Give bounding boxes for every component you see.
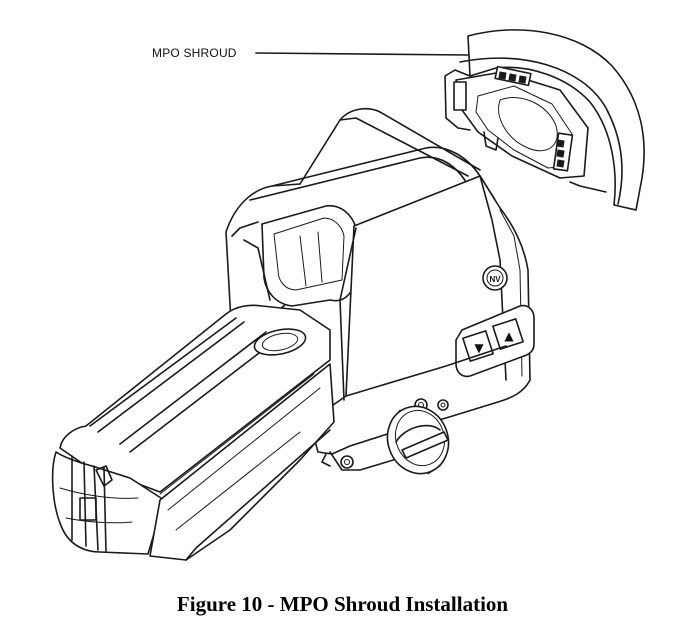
screw-right — [437, 399, 449, 411]
figure-caption: Figure 10 - MPO Shroud Installation — [176, 592, 509, 616]
shroud-tab-left — [453, 81, 467, 111]
button-down-glyph: ▼ — [474, 341, 484, 355]
button-up-glyph: ▲ — [504, 329, 514, 343]
screw-left — [340, 455, 354, 469]
button-up — [492, 318, 524, 350]
callout-leader-line — [255, 52, 469, 56]
mpo-shroud — [444, 29, 645, 211]
svg-text:NV: NV — [489, 275, 501, 284]
knob-slot — [401, 431, 449, 459]
battery-compartment — [51, 304, 335, 561]
sight-housing: NV ▼ ▲ — [225, 107, 535, 475]
callout-label-mpo-shroud: MPO SHROUD — [152, 46, 237, 60]
adjustment-knob — [386, 405, 450, 475]
